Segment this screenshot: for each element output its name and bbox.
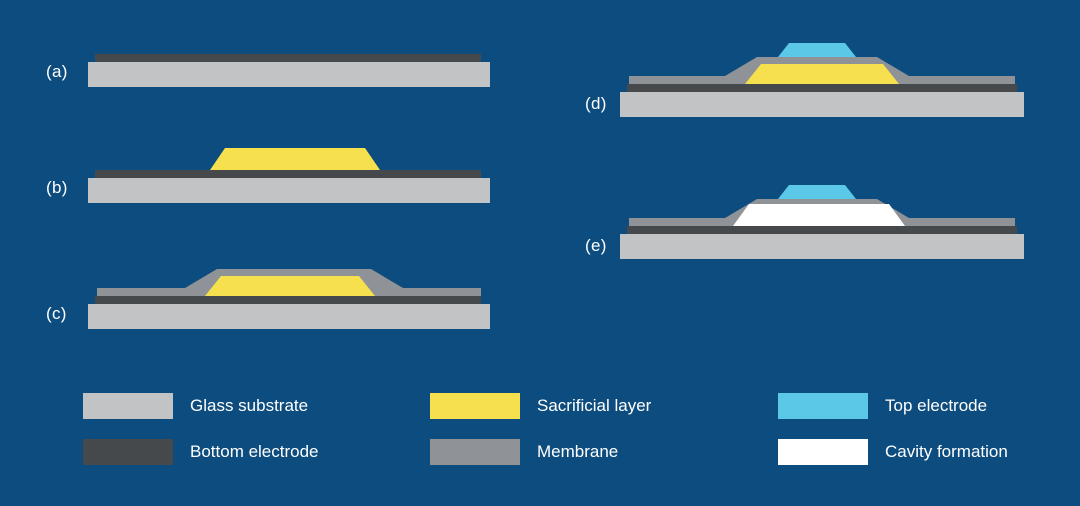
step-c-diagram [88, 269, 490, 329]
cavity-region [733, 204, 905, 226]
legend-swatch-sacrificial-layer [430, 393, 520, 419]
legend-swatch-bottom-electrode [83, 439, 173, 465]
top-electrode-layer [778, 185, 856, 199]
legend-label-sacrificial-layer: Sacrificial layer [537, 396, 652, 415]
glass-substrate-layer [620, 92, 1024, 117]
legend-item-membrane: Membrane [430, 439, 618, 465]
legend-item-cavity-formation: Cavity formation [778, 439, 1008, 465]
step-b-label: (b) [46, 178, 68, 197]
legend-item-top-electrode: Top electrode [778, 393, 987, 419]
glass-substrate-layer [88, 178, 490, 203]
legend-item-sacrificial-layer: Sacrificial layer [430, 393, 651, 419]
legend-swatch-cavity-formation [778, 439, 868, 465]
bottom-electrode-layer [627, 226, 1017, 234]
glass-substrate-layer [88, 62, 490, 87]
legend-label-cavity-formation: Cavity formation [885, 442, 1008, 461]
legend-label-top-electrode: Top electrode [885, 396, 988, 415]
legend-swatch-glass-substrate [83, 393, 173, 419]
step-e-label: (e) [585, 236, 607, 255]
bottom-electrode-layer [95, 54, 481, 62]
glass-substrate-layer [88, 304, 490, 329]
sacrificial-layer [205, 276, 375, 296]
legend-item-bottom-electrode: Bottom electrode [83, 439, 319, 465]
legend-swatch-top-electrode [778, 393, 868, 419]
step-a-label: (a) [46, 62, 68, 81]
step-d-label: (d) [585, 94, 607, 113]
step-e-diagram [620, 185, 1024, 259]
legend-label-glass-substrate: Glass substrate [190, 396, 309, 415]
top-electrode-layer [778, 43, 856, 57]
step-a-diagram [88, 54, 490, 87]
bottom-electrode-layer [95, 170, 481, 178]
glass-substrate-layer [620, 234, 1024, 259]
bottom-electrode-layer [95, 296, 481, 304]
legend-label-bottom-electrode: Bottom electrode [190, 442, 319, 461]
sacrificial-layer [210, 148, 380, 170]
sacrificial-layer [745, 64, 899, 84]
legend-label-membrane: Membrane [537, 442, 619, 461]
legend-item-glass-substrate: Glass substrate [83, 393, 308, 419]
step-b-diagram [88, 148, 490, 203]
step-d-diagram [620, 43, 1024, 117]
bottom-electrode-layer [627, 84, 1017, 92]
step-c-label: (c) [46, 304, 67, 323]
legend-swatch-membrane [430, 439, 520, 465]
